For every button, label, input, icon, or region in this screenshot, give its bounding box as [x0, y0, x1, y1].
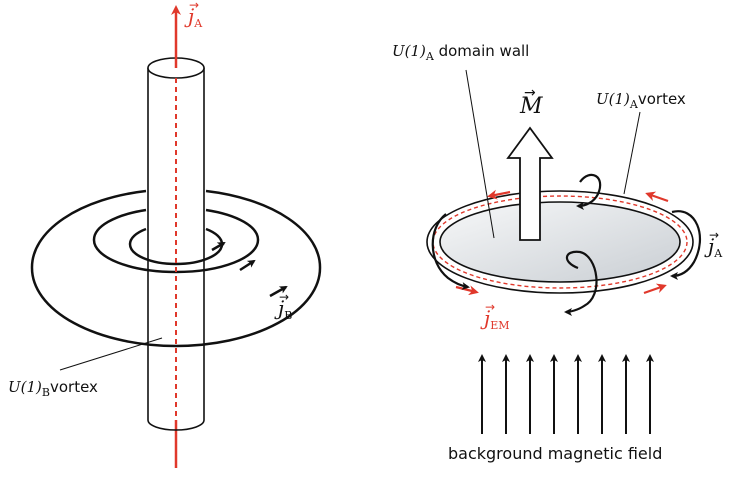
vector-arrow-accent: → [279, 291, 289, 303]
jB-ring-inner-back-r [206, 229, 222, 244]
left-vortex-label: U(1)Bvortex [8, 380, 98, 395]
vector-arrow-accent: → [524, 86, 536, 100]
domain-wall-text: domain wall [434, 42, 530, 60]
right-vortex-prefix: U(1) [596, 90, 630, 108]
left-jA-sub: A [194, 17, 202, 30]
domain-wall-disk [440, 202, 680, 282]
vector-arrow-accent: → [709, 229, 719, 241]
right-vortex-sub: A [630, 98, 638, 111]
jEM-arrow-top-right [648, 194, 668, 201]
right-jA-label: jA → [708, 236, 722, 256]
magnetization-label: M → [520, 96, 543, 118]
right-jA-sub: A [714, 247, 722, 260]
jEM-sub: EM [490, 319, 509, 332]
jEM-label: jEM → [484, 308, 510, 328]
jB-ring-mid-back [94, 210, 146, 240]
vector-arrow-accent: → [189, 0, 199, 11]
vector-arrow-accent: → [485, 301, 495, 313]
left-vortex-text: vortex [50, 378, 98, 396]
right-vortex-text: vortex [638, 90, 686, 108]
left-jB-sub: B [284, 309, 292, 322]
left-vortex-prefix: U(1) [8, 378, 42, 396]
left-jA-label: jA → [188, 6, 202, 26]
jEM-arrow-bottom-left [456, 287, 476, 292]
right-vortex-label: U(1)Avortex [596, 92, 686, 107]
left-panel [32, 8, 320, 468]
jB-ring-mid-back-r [206, 210, 258, 240]
vortex-pointer-line [60, 338, 162, 370]
vortex-A-pointer-line [624, 112, 640, 194]
field-caption: background magnetic field [448, 446, 662, 462]
jB-ring-outer-back-r [206, 191, 320, 268]
left-vortex-sub: B [42, 386, 50, 399]
domain-wall-prefix: U(1) [392, 42, 426, 60]
domain-wall-sub: A [426, 50, 434, 63]
left-jB-label: jB → [278, 298, 292, 318]
jB-ring-inner-back [130, 229, 146, 244]
jB-ring-outer-back [32, 191, 146, 268]
background-field-arrows [482, 356, 650, 434]
domain-wall-label: U(1)A domain wall [392, 44, 529, 59]
jB-arrow-mid [240, 261, 254, 270]
jEM-arrow-bottom-right [644, 286, 664, 293]
right-panel [427, 70, 700, 434]
